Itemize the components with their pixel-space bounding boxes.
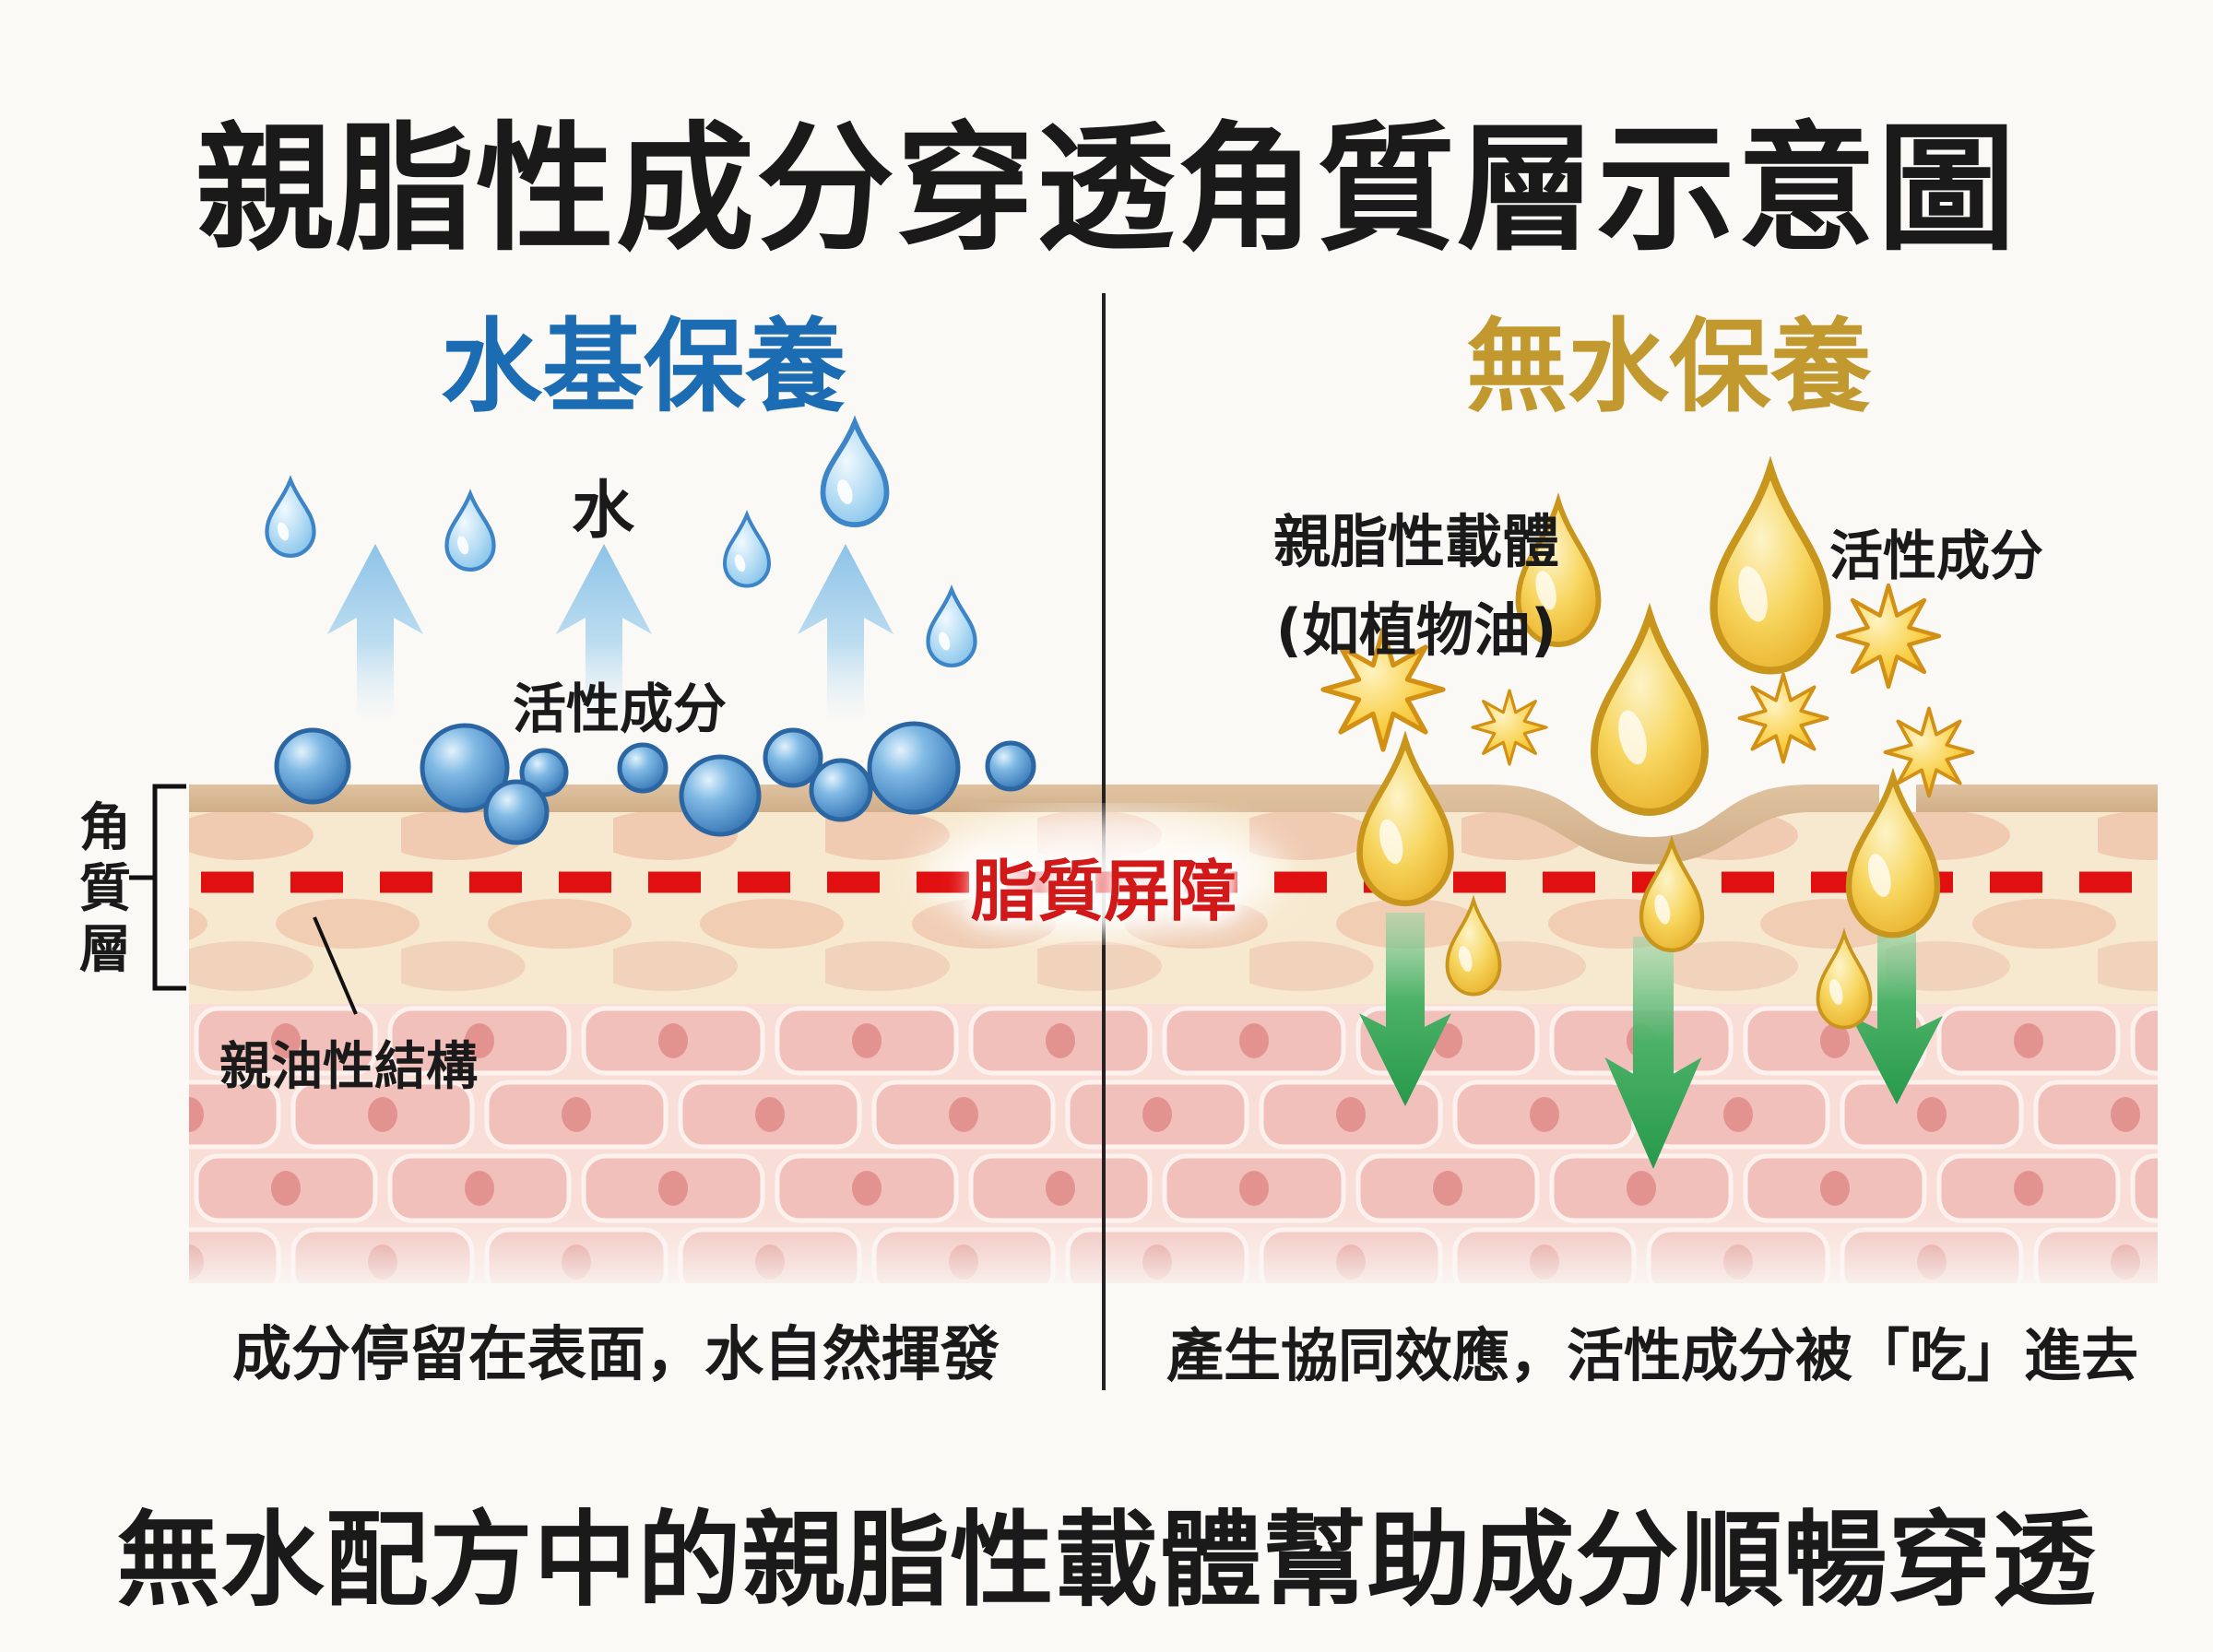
lipophilic-structure-label: 親油性結構 <box>219 1037 478 1097</box>
left-panel-caption: 成分停留在表面，水自然揮發 <box>232 1321 1000 1389</box>
left-active-ingredient-label: 活性成分 <box>512 678 728 740</box>
stratum-bracket <box>129 784 186 991</box>
right-panel-caption: 產生協同效應，活性成分被「吃」進去 <box>1166 1322 2139 1389</box>
lower-epidermis-band <box>189 1004 2158 1298</box>
active-ingredient-sphere-icons <box>274 721 1036 845</box>
right-active-ingredient-label: 活性成分 <box>1828 525 2044 587</box>
lipid-barrier-label: 脂質屏障 <box>970 853 1237 930</box>
carrier-label-line1: 親脂性載體 <box>1272 508 1560 575</box>
water-label: 水 <box>571 475 635 548</box>
stratum-corneum-label: 角質層 <box>79 798 131 981</box>
page-title: 親脂性成分穿透角質層示意圖 <box>195 110 2018 270</box>
carrier-label-line2: (如植物油) <box>1275 596 1557 665</box>
carrier-label: 親脂性載體 (如植物油) <box>1273 498 1559 675</box>
left-panel-heading: 水基保養 <box>441 308 846 426</box>
lipophilic-pointer-line <box>313 916 358 1015</box>
footer-conclusion: 無水配方中的親脂性載體幫助成分順暢穿透 <box>116 1501 2097 1621</box>
right-panel-heading: 無水保養 <box>1466 308 1872 426</box>
oil-drop-icons <box>1519 468 1828 812</box>
